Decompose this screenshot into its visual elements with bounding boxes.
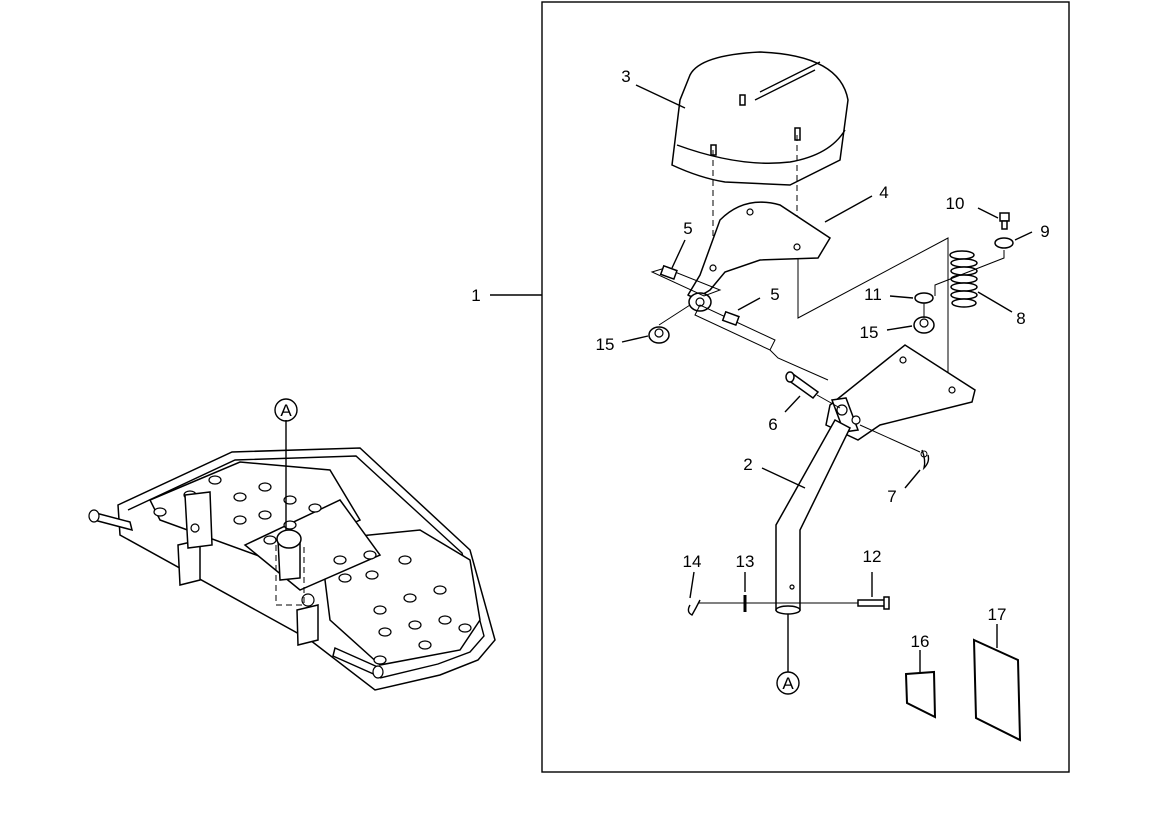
frame-holes — [153, 475, 472, 665]
callout-5a: 5 — [683, 219, 692, 238]
detail-a-label-right: A — [782, 674, 794, 693]
clip-7 — [859, 424, 930, 471]
pin-6 — [785, 371, 841, 409]
callout-17: 17 — [988, 605, 1007, 624]
callout-9: 9 — [1040, 222, 1049, 241]
callout-8: 8 — [1016, 309, 1025, 328]
callout-12: 12 — [863, 547, 882, 566]
clip-14 — [687, 599, 701, 616]
callout-15a: 15 — [596, 335, 615, 354]
callout-13: 13 — [736, 552, 755, 571]
pin-12 — [857, 596, 890, 610]
callout-16: 16 — [911, 632, 930, 651]
detail-box — [541, 1, 1070, 773]
pedal-tube-2 — [775, 418, 851, 615]
nut-15b — [913, 316, 935, 334]
bushing-5a — [650, 264, 722, 297]
callout-2: 2 — [743, 455, 752, 474]
callout-10: 10 — [946, 194, 965, 213]
decal-17 — [972, 638, 1022, 742]
callout-15b: 15 — [860, 323, 879, 342]
callout-11: 11 — [864, 285, 882, 304]
callout-14: 14 — [683, 552, 702, 571]
nut-15a — [648, 304, 691, 344]
detail-a-marker-left: A — [274, 398, 298, 422]
seat-bracket — [687, 201, 832, 312]
detail-a-label-left: A — [280, 401, 292, 420]
callout-7: 7 — [887, 487, 896, 506]
detail-a-marker-right: A — [776, 671, 800, 695]
frame-assembly — [88, 420, 496, 691]
callout-3: 3 — [621, 67, 630, 86]
callout-4: 4 — [879, 183, 888, 202]
decal-16 — [904, 670, 937, 719]
callout-1: 1 — [471, 286, 480, 305]
bushing-5b — [694, 304, 776, 351]
bolt-10 — [999, 212, 1010, 230]
callout-6: 6 — [768, 415, 777, 434]
pedal-base-plate — [825, 344, 976, 441]
washer-9 — [994, 237, 1014, 249]
spring-8 — [949, 250, 978, 308]
callout-5b: 5 — [770, 285, 779, 304]
washer-11 — [914, 292, 934, 304]
